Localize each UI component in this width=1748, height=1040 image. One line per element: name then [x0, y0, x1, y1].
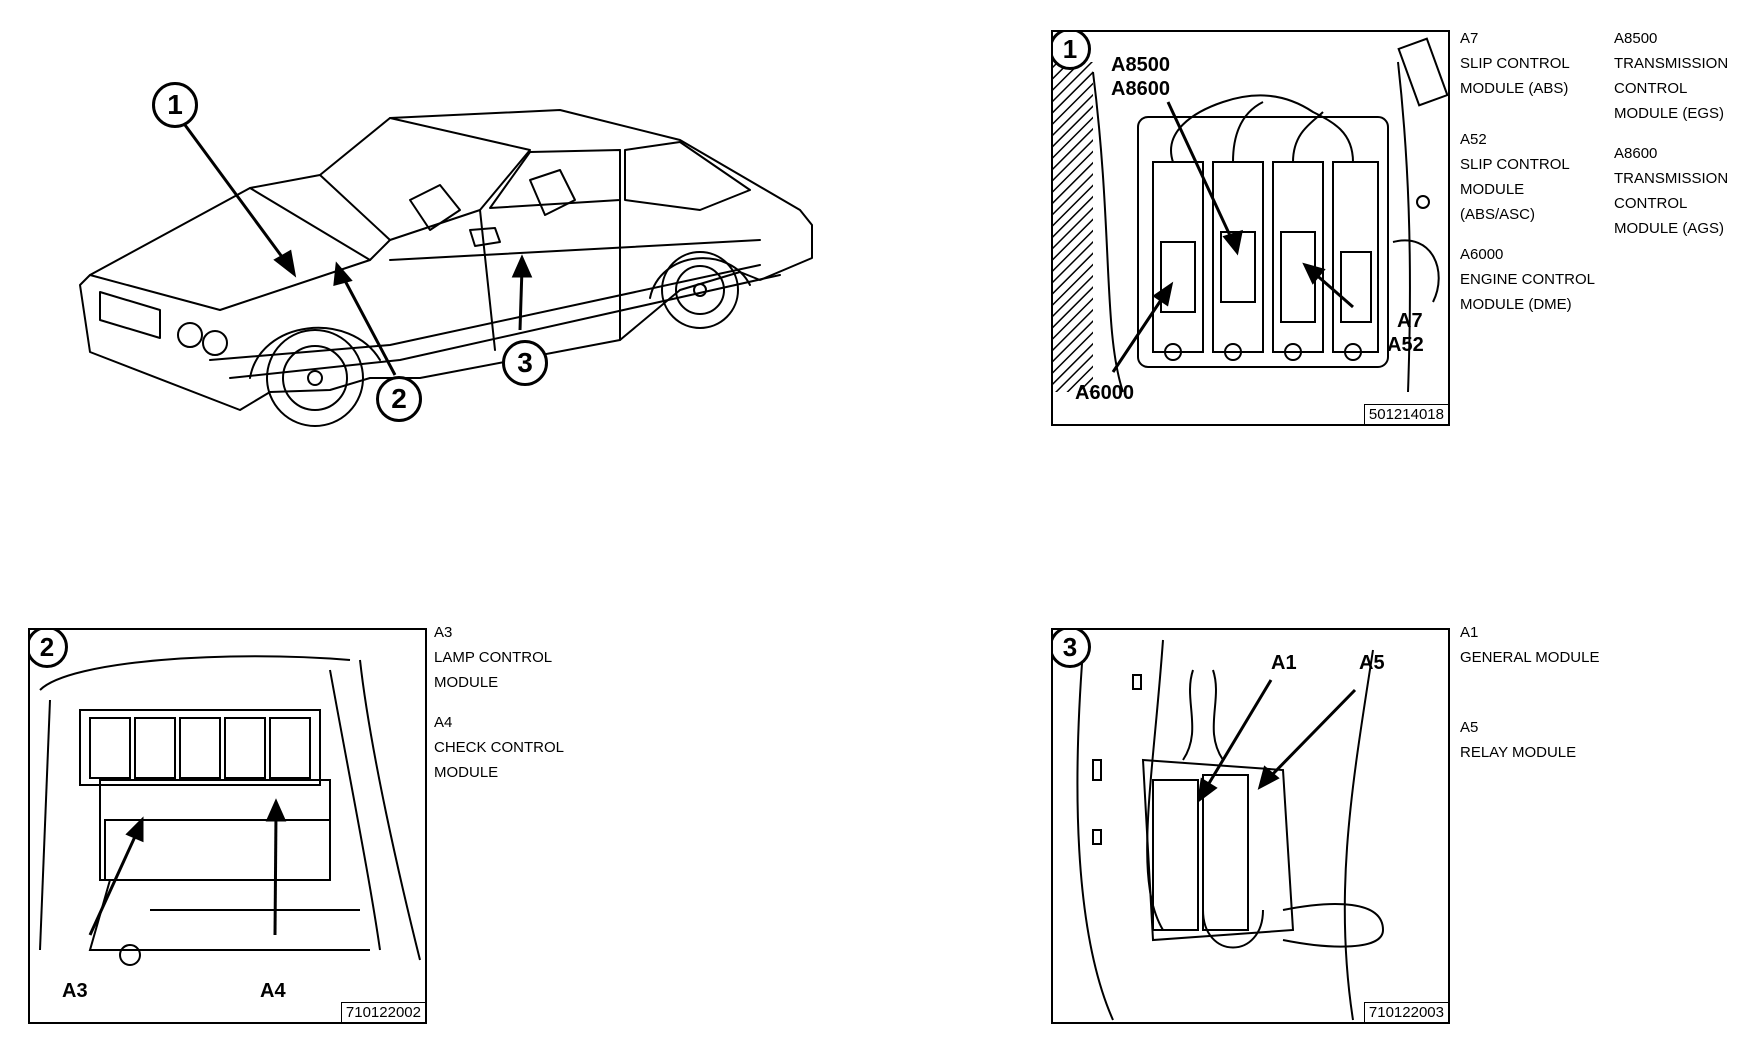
legend-text: MODULE	[434, 674, 499, 691]
detail-panel-2: 2 A3 A4 710122002	[28, 628, 427, 1024]
label-a52: A52	[1387, 334, 1424, 356]
legend-text: MODULE (DME)	[1460, 296, 1572, 313]
figure-id: 710122003	[1363, 1002, 1448, 1022]
callout-3: 3	[502, 340, 548, 386]
legend-code: A4	[434, 714, 453, 731]
car-line-drawing	[79, 109, 813, 427]
legend-text: MODULE	[1460, 181, 1525, 198]
legend-text: (ABS/ASC)	[1460, 206, 1536, 223]
legend-text: MODULE (EGS)	[1614, 105, 1725, 122]
legend-text: RELAY MODULE	[1460, 744, 1577, 761]
legend-item-a3: A3 LAMP CONTROL MODULE	[434, 620, 564, 695]
legend-code: A1	[1460, 624, 1479, 641]
legend-text: MODULE (AGS)	[1614, 220, 1725, 237]
general-relay-module-drawing	[1076, 639, 1385, 1021]
legend-item-a52: A52 SLIP CONTROL MODULE (ABS/ASC)	[1460, 127, 1595, 227]
legend-item-a1: A1 GENERAL MODULE	[1460, 620, 1599, 670]
legend-text: CHECK CONTROL	[434, 739, 565, 756]
label-a5: A5	[1359, 652, 1385, 674]
label-a7: A7	[1397, 310, 1423, 332]
legend-code: A7	[1460, 30, 1479, 47]
car-overview: 1 2 3	[60, 60, 820, 480]
label-a8600: A8600	[1111, 78, 1170, 100]
legend-text: ENGINE CONTROL	[1460, 271, 1596, 288]
legend-item-a4: A4 CHECK CONTROL MODULE	[434, 710, 564, 785]
legend-code: A8500	[1614, 30, 1658, 47]
legend-text: MODULE (ABS)	[1460, 80, 1569, 97]
legend-text: TRANSMISSION	[1614, 55, 1729, 72]
figure-id: 710122002	[340, 1002, 425, 1022]
legend-code: A3	[434, 624, 453, 641]
legend-text: CONTROL	[1614, 80, 1688, 97]
legend-item-a5: A5 RELAY MODULE	[1460, 715, 1599, 765]
legend-item-a8500: A8500 TRANSMISSION CONTROL MODULE (EGS)	[1614, 26, 1728, 126]
legend-code: A5	[1460, 719, 1479, 736]
lamp-check-control-drawing	[39, 655, 421, 966]
panel-2-legend: A3 LAMP CONTROL MODULE A4 CHECK CONTROL …	[434, 620, 564, 800]
label-a4: A4	[260, 980, 286, 1002]
figure-id: 501214018	[1363, 404, 1448, 424]
panel-3-legend: A1 GENERAL MODULE A5 RELAY MODULE	[1460, 620, 1599, 780]
panel-2-number: 2	[30, 630, 68, 668]
panel-3-number: 3	[1053, 630, 1091, 668]
control-module-box-drawing	[1053, 37, 1448, 393]
legend-item-a6000: A6000 ENGINE CONTROL MODULE (DME)	[1460, 242, 1595, 317]
callout-2: 2	[376, 376, 422, 422]
legend-text: SLIP CONTROL	[1460, 55, 1570, 72]
panel-1-number: 1	[1053, 32, 1091, 70]
label-a3: A3	[62, 980, 88, 1002]
legend-code: A6000	[1460, 246, 1504, 263]
legend-text: LAMP CONTROL	[434, 649, 553, 666]
label-a8500: A8500	[1111, 54, 1170, 76]
legend-item-a7: A7 SLIP CONTROL MODULE (ABS)	[1460, 26, 1595, 101]
label-a6000: A6000	[1075, 382, 1134, 404]
legend-text: GENERAL MODULE	[1460, 649, 1600, 666]
panel-1-legend-right: A8500 TRANSMISSION CONTROL MODULE (EGS) …	[1614, 26, 1728, 256]
label-a1: A1	[1271, 652, 1297, 674]
callout-1: 1	[152, 82, 198, 128]
legend-text: MODULE	[434, 764, 499, 781]
legend-text: SLIP CONTROL	[1460, 156, 1570, 173]
legend-text: CONTROL	[1614, 195, 1688, 212]
legend-code: A8600	[1614, 145, 1658, 162]
legend-item-a8600: A8600 TRANSMISSION CONTROL MODULE (AGS)	[1614, 141, 1728, 241]
detail-panel-3: 3 A1 A5 710122003	[1051, 628, 1450, 1024]
legend-code: A52	[1460, 131, 1487, 148]
panel-1-legend-left: A7 SLIP CONTROL MODULE (ABS) A52 SLIP CO…	[1460, 26, 1595, 332]
detail-panel-1: 1 A8500 A8600 A7 A52 A6000 501214018	[1051, 30, 1450, 426]
legend-text: TRANSMISSION	[1614, 170, 1729, 187]
